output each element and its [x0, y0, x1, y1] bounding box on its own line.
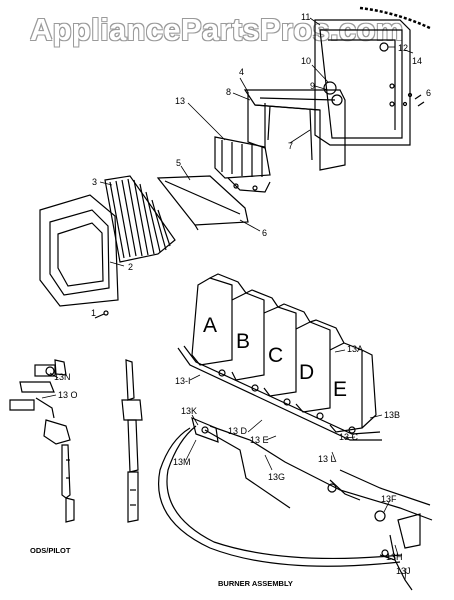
captions: ODS/PILOT BURNER ASSEMBLY	[30, 546, 293, 588]
callout-10: 10	[301, 56, 311, 66]
callout-5: 5	[176, 158, 181, 168]
burner-letter-e: E	[333, 378, 347, 401]
burner-letters: A B C D E	[203, 314, 347, 401]
gas-tubing	[158, 425, 433, 591]
upper-leaders	[99, 17, 414, 267]
callout-7: 7	[288, 141, 293, 151]
callout-14: 14	[412, 56, 422, 66]
radiant-shelf	[156, 175, 249, 231]
callout-13: 13	[175, 96, 185, 106]
grille-front	[39, 194, 119, 307]
callout-13m: 13M	[173, 457, 191, 467]
callout-13o: 13 O	[58, 390, 78, 400]
burner-labels: 13A 13B 13 C 13 D 13 E 13F 13G 13H 13-I …	[173, 344, 411, 576]
callout-13j: 13J	[396, 566, 411, 576]
callout-4: 4	[239, 67, 244, 77]
callout-13f: 13F	[381, 494, 397, 504]
callout-13a: 13A	[347, 344, 363, 354]
callout-1: 1	[91, 308, 96, 318]
callout-11: 11	[301, 12, 310, 22]
callout-3: 3	[92, 177, 97, 187]
callout-8: 8	[226, 87, 231, 97]
callout-13l: 13 L	[318, 454, 336, 464]
caption-ods-pilot: ODS/PILOT	[30, 546, 71, 555]
callout-9: 9	[310, 81, 315, 91]
callout-13h: 13H	[386, 552, 403, 562]
burner-letter-d: D	[299, 361, 314, 384]
ods-pilot-assembly	[9, 359, 143, 523]
burner-panels	[191, 273, 377, 433]
upper-labels: 1 2 3 4 5 6 7 8 9 10 11 12 13 14 6	[91, 12, 431, 318]
screw-1	[94, 310, 109, 319]
burner-manifold	[177, 345, 382, 441]
burner-letter-b: B	[236, 330, 250, 353]
callout-13k: 13K	[181, 406, 197, 416]
caption-burner-assembly: BURNER ASSEMBLY	[218, 579, 293, 588]
combustion-chamber	[243, 89, 346, 171]
callout-2: 2	[128, 262, 133, 272]
callout-13n: 13N	[54, 372, 71, 382]
burner-block	[214, 136, 271, 193]
valve-fitting	[191, 416, 219, 443]
callout-13d: 13 D	[228, 426, 248, 436]
back-panel	[314, 6, 431, 146]
callout-13c: 13 C	[339, 432, 359, 442]
radiants	[104, 175, 176, 263]
burner-letter-c: C	[268, 344, 283, 367]
callout-13i: 13-I	[175, 376, 191, 386]
callout-12: 12	[398, 43, 408, 53]
pilot-labels: 13N 13 O	[54, 372, 78, 400]
burner-leaders	[41, 349, 407, 581]
callout-13b: 13B	[384, 410, 400, 420]
callout-13e: 13 E	[250, 435, 269, 445]
callout-6b: 6	[426, 88, 431, 98]
screws-6	[414, 94, 425, 107]
callout-13g: 13G	[268, 472, 285, 482]
burner-letter-a: A	[203, 314, 217, 337]
callout-6: 6	[262, 228, 267, 238]
